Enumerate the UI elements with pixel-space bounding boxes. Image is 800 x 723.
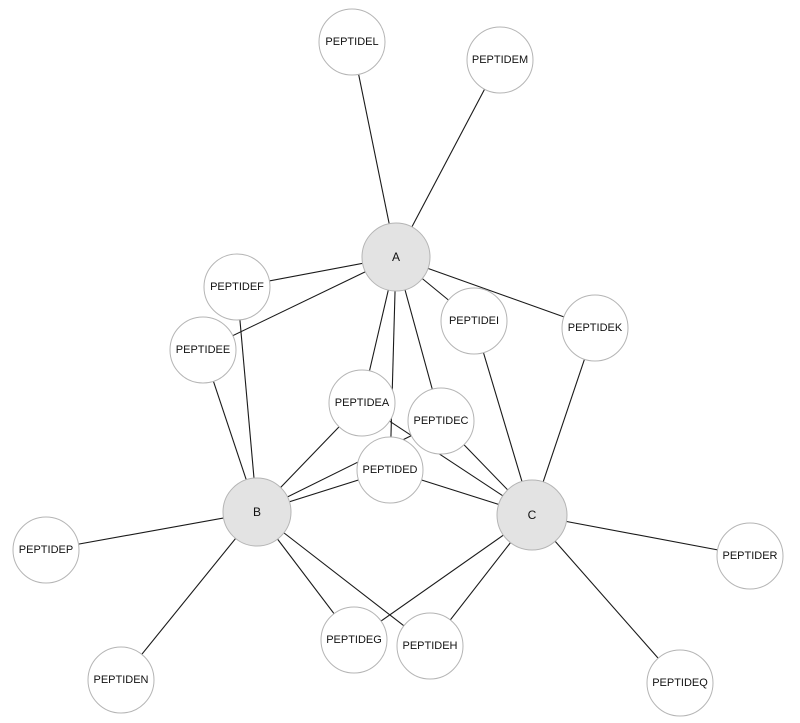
node-circle-peptideh[interactable] <box>396 612 464 680</box>
node-label-peptidef: PEPTIDEF <box>210 281 264 293</box>
node-peptidel[interactable]: PEPTIDEL <box>318 8 386 76</box>
node-peptidem[interactable]: PEPTIDEM <box>466 26 534 94</box>
node-peptidek[interactable]: PEPTIDEK <box>561 294 629 362</box>
edge-b-peptidef <box>236 286 258 513</box>
node-circle-peptidel[interactable] <box>318 8 386 76</box>
node-circle-peptidek[interactable] <box>561 294 629 362</box>
node-peptider[interactable]: PEPTIDER <box>716 522 784 590</box>
node-circle-peptidee[interactable] <box>169 316 237 384</box>
edge-b-peptideh <box>256 511 431 647</box>
node-label-peptidea: PEPTIDEA <box>335 397 390 409</box>
edge-c-peptideq <box>531 514 681 684</box>
node-circle-peptided[interactable] <box>356 436 424 504</box>
node-peptiden[interactable]: PEPTIDEN <box>87 646 155 714</box>
node-label-peptideg: PEPTIDEG <box>326 634 382 646</box>
node-circle-peptidei[interactable] <box>440 287 508 355</box>
node-label-peptided: PEPTIDED <box>362 464 417 476</box>
node-circle-b[interactable] <box>222 477 292 547</box>
node-peptidea[interactable]: PEPTIDEA <box>328 369 396 437</box>
node-label-b: B <box>253 505 261 519</box>
edge-a-peptided <box>389 256 397 471</box>
node-peptidee[interactable]: PEPTIDEE <box>169 316 237 384</box>
node-circle-peptider[interactable] <box>716 522 784 590</box>
node-label-peptider: PEPTIDER <box>722 550 777 562</box>
node-label-peptidek: PEPTIDEK <box>568 322 623 334</box>
node-label-peptidee: PEPTIDEE <box>176 344 230 356</box>
node-label-peptideh: PEPTIDEH <box>402 640 457 652</box>
node-label-peptidec: PEPTIDEC <box>413 415 468 427</box>
node-label-peptidem: PEPTIDEM <box>472 54 528 66</box>
node-circle-peptidef[interactable] <box>203 253 271 321</box>
node-label-peptiden: PEPTIDEN <box>93 674 148 686</box>
edge-c-peptider <box>531 514 751 557</box>
node-label-peptidep: PEPTIDEP <box>19 544 73 556</box>
node-label-peptidel: PEPTIDEL <box>325 36 378 48</box>
node-label-a: A <box>392 250 400 264</box>
node-peptidef[interactable]: PEPTIDEF <box>203 253 271 321</box>
node-label-peptideq: PEPTIDEQ <box>652 677 708 689</box>
node-circle-peptiden[interactable] <box>87 646 155 714</box>
node-peptideq[interactable]: PEPTIDEQ <box>646 649 714 717</box>
node-peptidep[interactable]: PEPTIDEP <box>12 516 80 584</box>
node-peptided[interactable]: PEPTIDED <box>356 436 424 504</box>
node-circle-peptidep[interactable] <box>12 516 80 584</box>
node-circle-peptidem[interactable] <box>466 26 534 94</box>
node-peptideh[interactable]: PEPTIDEH <box>396 612 464 680</box>
node-circle-c[interactable] <box>496 479 568 551</box>
node-circle-peptidec[interactable] <box>407 387 475 455</box>
edge-a-peptidel <box>351 41 397 258</box>
node-label-c: C <box>528 508 537 522</box>
edge-b-peptidep <box>45 511 258 551</box>
node-label-peptidei: PEPTIDEI <box>449 315 499 327</box>
edge-b-peptiden <box>120 511 258 681</box>
node-peptidei[interactable]: PEPTIDEI <box>440 287 508 355</box>
node-b[interactable]: B <box>222 477 292 547</box>
edge-c-peptideg <box>353 514 533 641</box>
node-circle-peptidea[interactable] <box>328 369 396 437</box>
nodes-layer: A B C PEPTIDEL PEPTIDEM PEPTIDEF PEPTIDEE PEPTI… <box>12 8 784 717</box>
node-circle-a[interactable] <box>361 222 431 292</box>
node-circle-peptideq[interactable] <box>646 649 714 717</box>
edges-layer <box>45 41 751 684</box>
edge-a-peptidem <box>395 59 501 258</box>
node-c[interactable]: C <box>496 479 568 551</box>
node-peptideg[interactable]: PEPTIDEG <box>320 606 388 674</box>
node-peptidec[interactable]: PEPTIDEC <box>407 387 475 455</box>
edge-a-peptidek <box>395 256 596 329</box>
edge-a-peptidee <box>202 256 397 351</box>
node-circle-peptideg[interactable] <box>320 606 388 674</box>
node-a[interactable]: A <box>361 222 431 292</box>
